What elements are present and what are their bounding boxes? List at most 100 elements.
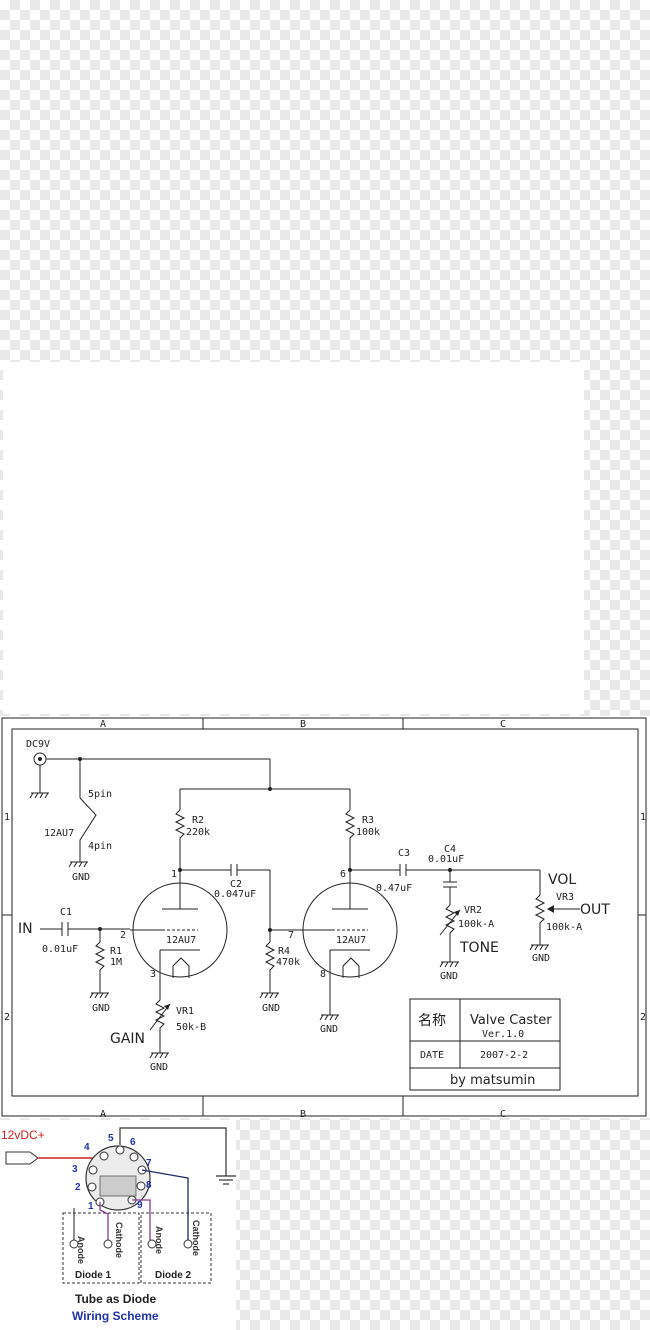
pin-6: 6	[130, 1137, 136, 1148]
grid-markers: A B C A B C 1 1 2 2	[2, 718, 646, 1120]
tube1-pin-grid: 2	[120, 930, 126, 941]
d1-anode-label: Anode	[76, 1236, 86, 1264]
vr1-gain-pot: VR1 50k-B GAIN GND	[110, 975, 206, 1073]
d1-cathode-label: Cathode	[114, 1222, 124, 1258]
pin-7: 7	[146, 1158, 152, 1169]
c4-value: 0.01uF	[428, 854, 464, 865]
heater-filament: 5pin 12AU7 4pin GND	[44, 759, 112, 883]
r4-gnd-label: GND	[262, 1003, 280, 1014]
pin-3: 3	[72, 1164, 78, 1175]
inner-frame	[11, 728, 639, 1097]
pin-4: 4	[84, 1142, 90, 1153]
pin-8: 8	[146, 1180, 152, 1191]
diode2-anode-wire	[132, 1199, 151, 1240]
d2-cathode-label: Cathode	[191, 1220, 201, 1256]
heater-5pin-label: 5pin	[88, 789, 112, 800]
r4-name: R4	[278, 946, 290, 957]
author-label: by matsumin	[450, 1073, 535, 1088]
heater-gnd-label: GND	[72, 872, 90, 883]
c2-name: C2	[230, 879, 242, 890]
pin-5: 5	[108, 1133, 114, 1144]
tone-label: TONE	[459, 940, 499, 956]
c2-value: 0.047uF	[214, 889, 256, 900]
tube-2-triode: 6 7 8 12AU7 GND	[288, 869, 398, 1035]
dc-plug	[5, 1151, 39, 1165]
heater-4pin-label: 4pin	[88, 841, 112, 852]
tube1-label: 12AU7	[166, 935, 196, 946]
r4-resistor: R4 470k GND	[259, 929, 300, 1014]
dc9v-label: DC9V	[26, 739, 50, 750]
vr1-value: 50k-B	[176, 1022, 206, 1033]
c4-name: C4	[444, 844, 456, 855]
r1-name: R1	[110, 946, 122, 957]
grid-col-c-top: C	[500, 719, 506, 730]
vr1-gnd-label: GND	[150, 1062, 168, 1073]
date-label: DATE	[420, 1050, 444, 1061]
diode-1-label: Diode 1	[75, 1270, 112, 1281]
gain-label: GAIN	[110, 1031, 145, 1047]
grid-col-a-top: A	[100, 719, 106, 730]
diode-2-label: Diode 2	[155, 1270, 192, 1281]
tube1-pin-plate: 1	[171, 869, 177, 880]
diode2-cathode-wire	[141, 1169, 189, 1240]
diode-1-box	[62, 1212, 140, 1284]
r4-value: 470k	[276, 957, 300, 968]
grid-row-2-left: 2	[4, 1012, 10, 1023]
wiring-subtitle: Wiring Scheme	[72, 1309, 159, 1323]
vr3-gnd-label: GND	[532, 953, 550, 964]
project-version: Ver.1.0	[482, 1029, 524, 1040]
vr1-name: VR1	[176, 1006, 194, 1017]
grid-col-b-top: B	[300, 719, 306, 730]
ground-wire	[119, 1127, 227, 1176]
r1-gnd-label: GND	[92, 1003, 110, 1014]
vr2-value: 100k-A	[458, 919, 494, 930]
diode1-cathode-wire	[99, 1202, 109, 1240]
d2-anode-label: Anode	[154, 1226, 164, 1254]
tube2-pin-plate: 6	[340, 869, 346, 880]
schematic-panel	[0, 716, 650, 1118]
heater-tube-label: 12AU7	[44, 828, 74, 839]
vol-label: VOL	[548, 872, 576, 888]
grid-row-2-right: 2	[640, 1012, 646, 1023]
pin-1: 1	[88, 1201, 94, 1212]
grid-row-1-left: 1	[4, 812, 10, 823]
r3-name: R3	[362, 815, 374, 826]
tube-1-triode: 1 2 3 12AU7	[120, 869, 228, 980]
grid-row-1-right: 1	[640, 812, 646, 823]
grid-col-b-bottom: B	[300, 1109, 306, 1120]
grid-col-c-bottom: C	[500, 1109, 506, 1120]
c2-capacitor: C2 0.047uF	[180, 864, 272, 932]
tone-stage: C3 0.47uF C4 0.01uF VR2 100k-A TONE GND	[350, 844, 540, 982]
c1-value: 0.01uF	[42, 944, 78, 955]
dc-power-input: DC9V	[26, 739, 270, 799]
output-label: OUT	[580, 902, 610, 918]
date-value: 2007-2-2	[480, 1050, 528, 1061]
b-plus-rail	[179, 759, 351, 810]
r2-value: 220k	[186, 827, 210, 838]
wiring-title: Tube as Diode	[75, 1292, 156, 1306]
pin-9: 9	[137, 1200, 143, 1211]
r2-name: R2	[192, 815, 204, 826]
input-stage: IN C1 0.01uF R1 1M GND	[18, 907, 130, 1014]
diode-2-box	[140, 1212, 212, 1284]
vr3-volume-pot: VOL VR3 OUT 100k-A GND	[529, 870, 610, 964]
outer-frame	[1, 717, 647, 1117]
tube2-gnd-label: GND	[320, 1024, 338, 1035]
tube1-pin-cathode: 3	[150, 969, 156, 980]
title-name-label: 名称	[418, 1013, 446, 1029]
supply-label: 12vDC+	[1, 1128, 45, 1142]
tube2-pin-grid: 7	[288, 930, 294, 941]
r2-resistor: R2 220k	[174, 809, 210, 872]
project-title: Valve Caster	[470, 1013, 552, 1028]
vr2-gnd-label: GND	[440, 971, 458, 982]
tube2-label: 12AU7	[336, 935, 366, 946]
r3-value: 100k	[356, 827, 380, 838]
title-block: 名称 Valve Caster Ver.1.0 DATE 2007-2-2 by…	[409, 998, 561, 1091]
pin-2: 2	[75, 1182, 81, 1193]
grid-col-a-bottom: A	[100, 1109, 106, 1120]
tube2-pin-cathode: 8	[320, 969, 326, 980]
c1-name: C1	[60, 907, 72, 918]
c3-name: C3	[398, 848, 410, 859]
